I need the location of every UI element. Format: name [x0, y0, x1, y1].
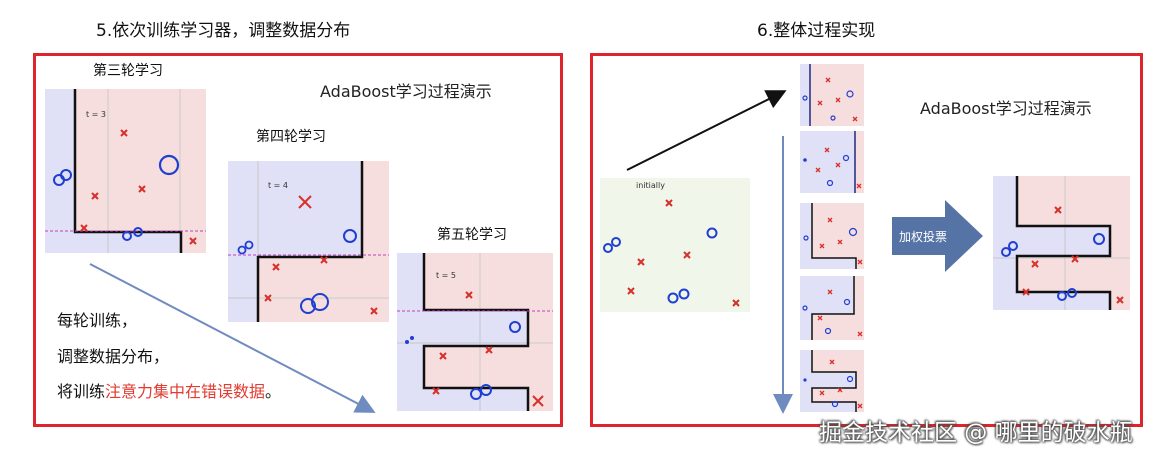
caption-line-3-prefix: 将训练: [57, 382, 106, 401]
round-4-t-label: t = 4: [268, 181, 289, 190]
caption-line-1: 每轮训练，: [57, 311, 138, 330]
round-5-t-label: t = 5: [436, 271, 457, 280]
left-demo-title: AdaBoost学习过程演示: [320, 82, 492, 101]
watermark: 掘金技术社区 @ 哪里的破水瓶: [819, 420, 1133, 446]
thumbnail-round-3: [800, 203, 864, 269]
right-section-heading: 6.整体过程实现: [757, 21, 876, 41]
caption-line-2: 调整数据分布，: [57, 347, 170, 366]
thumbnail-round-1: [800, 64, 864, 126]
trend-arrow: [89, 263, 376, 413]
round-3-label: 第三轮学习: [93, 63, 163, 79]
caption-line-3: 将训练注意力集中在错误数据。: [57, 378, 281, 402]
weighted-vote-label: 加权投票: [899, 229, 947, 244]
stage-arrow: [626, 90, 787, 171]
round-3-t-label: t = 3: [86, 110, 107, 119]
thumbnail-round-2: [800, 131, 864, 193]
initial-label: initially: [636, 181, 665, 190]
caption-line-3-accent: 注意力集中在错误数据: [105, 382, 266, 401]
weighted-vote-arrow: 加权投票: [892, 200, 983, 272]
right-demo-title: AdaBoost学习过程演示: [920, 99, 1092, 118]
left-section-heading: 5.依次训练学习器，调整数据分布: [96, 21, 351, 41]
thumbnail-round-5: [800, 350, 864, 412]
right-frame: [590, 53, 1143, 427]
initial-data-panel: [600, 178, 750, 312]
round-5-label: 第五轮学习: [437, 227, 507, 243]
round-4-panel: [228, 161, 389, 322]
final-classifier-panel: [993, 176, 1130, 310]
left-frame: [33, 53, 563, 427]
thumbnail-round-4: [800, 276, 864, 340]
caption-line-3-suffix: 。: [265, 382, 282, 401]
round-4-label: 第四轮学习: [256, 129, 326, 145]
round-5-panel: [397, 253, 553, 411]
round-3-panel: [45, 89, 206, 253]
